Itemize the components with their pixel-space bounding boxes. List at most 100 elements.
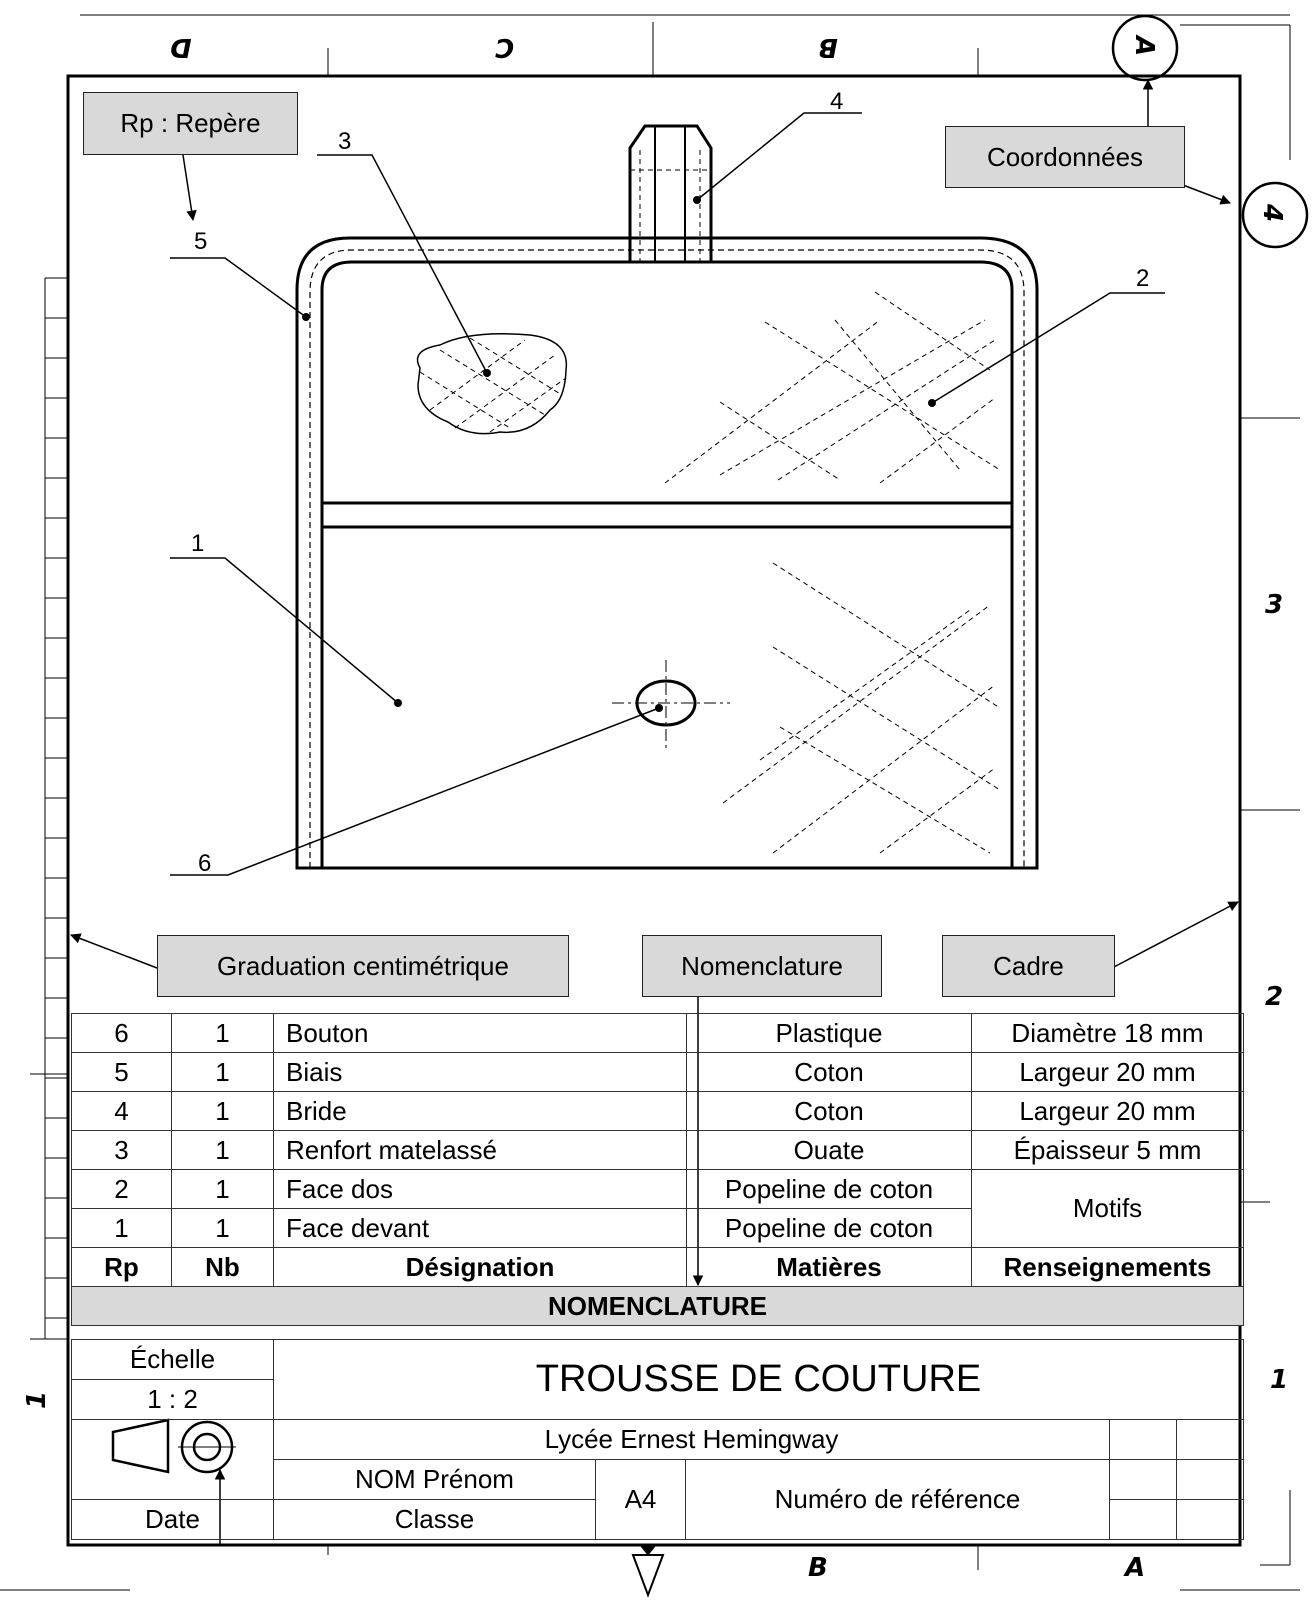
zone-dividers <box>30 22 1300 1570</box>
revision-cell <box>1175 1459 1245 1500</box>
cell-info: Diamètre 18 mm <box>971 1013 1244 1053</box>
cell-rp: 6 <box>71 1013 172 1053</box>
reference-number: Numéro de référence <box>685 1459 1110 1540</box>
header-info: Renseignements <box>971 1247 1244 1287</box>
leader-dots <box>302 196 936 712</box>
cell-designation: Face devant <box>273 1208 687 1248</box>
cell-info: Largeur 20 mm <box>971 1052 1244 1092</box>
revision-cell <box>1109 1419 1177 1460</box>
cell-designation: Bouton <box>273 1013 687 1053</box>
scale-label: Échelle <box>71 1339 274 1380</box>
cell-rp: 2 <box>71 1169 172 1209</box>
cell-nb: 1 <box>171 1208 274 1248</box>
author-name: NOM Prénom <box>273 1459 596 1500</box>
title-block: Échelle TROUSSE DE COUTURE 1 : 2 Lycée E… <box>71 1339 1245 1540</box>
label-coordonnees: Coordonnées <box>945 126 1185 188</box>
cell-rp: 5 <box>71 1052 172 1092</box>
graduation-scale <box>30 277 68 1340</box>
cell-matiere: Coton <box>686 1091 972 1131</box>
zone-right-1: 4 <box>1257 203 1288 223</box>
cell-nb: 1 <box>171 1091 274 1131</box>
header-nb: Nb <box>171 1247 274 1287</box>
zone-right-4: 1 <box>1270 1365 1289 1395</box>
cell-rp: 4 <box>71 1091 172 1131</box>
scale-value: 1 : 2 <box>71 1379 274 1420</box>
coord-circle-a <box>1111 14 1179 82</box>
zone-right-3: 2 <box>1265 982 1284 1012</box>
nomenclature-title-row: NOMENCLATURE <box>71 1286 1244 1326</box>
cell-info: Épaisseur 5 mm <box>971 1130 1244 1170</box>
header-matiere: Matières <box>686 1247 972 1287</box>
label-graduation: Graduation centimétrique <box>157 935 569 997</box>
bias-inner-line <box>320 260 1014 868</box>
button-part <box>612 660 730 748</box>
padding-patch <box>416 333 568 435</box>
cell-rp: 3 <box>71 1130 172 1170</box>
nomenclature-title: NOMENCLATURE <box>71 1286 1244 1326</box>
strap <box>628 124 713 262</box>
callout-3: 3 <box>338 128 352 155</box>
header-designation: Désignation <box>273 1247 687 1287</box>
drawing-title: TROUSSE DE COUTURE <box>272 1339 1245 1420</box>
cell-matiere: Plastique <box>686 1013 972 1053</box>
label-cadre: Cadre <box>942 935 1115 997</box>
revision-cell <box>1109 1499 1177 1540</box>
label-nomenclature: Nomenclature <box>642 935 882 997</box>
zone-right-2: 3 <box>1265 590 1284 620</box>
cell-matiere: Ouate <box>686 1130 972 1170</box>
revision-cell <box>1109 1459 1177 1500</box>
zone-top-2: C <box>495 32 515 62</box>
zone-top-3: B <box>818 32 838 62</box>
revision-cell <box>1175 1499 1245 1540</box>
callout-6: 6 <box>198 850 212 877</box>
zone-bottom-1: B <box>808 1553 828 1583</box>
zone-bottom-2: A <box>1125 1553 1146 1583</box>
zone-top-1: D <box>170 32 192 62</box>
quilt-pattern-lower <box>722 562 1001 854</box>
header-rp: Rp <box>71 1247 172 1287</box>
sheet-trim-lines <box>0 14 1300 1591</box>
cell-designation: Renfort matelassé <box>273 1130 687 1170</box>
cell-designation: Biais <box>273 1052 687 1092</box>
callout-4: 4 <box>830 88 844 115</box>
cell-nb: 1 <box>171 1130 274 1170</box>
cell-nb: 1 <box>171 1013 274 1053</box>
bias-stitching <box>309 249 1025 868</box>
cell-nb: 1 <box>171 1052 274 1092</box>
cell-nb: 1 <box>171 1169 274 1209</box>
sheet-format: A4 <box>595 1459 686 1540</box>
school-name: Lycée Ernest Hemingway <box>273 1419 1110 1460</box>
cell-info: Motifs <box>971 1169 1244 1248</box>
cell-matiere: Popeline de coton <box>686 1208 972 1248</box>
zone-top-4: A <box>1129 35 1160 57</box>
projection-cell <box>71 1419 274 1500</box>
cell-designation: Bride <box>273 1091 687 1131</box>
cell-designation: Face dos <box>273 1169 687 1209</box>
cell-matiere: Popeline de coton <box>686 1169 972 1209</box>
zone-left-1: 1 <box>22 1390 53 1410</box>
class-label: Classe <box>273 1499 596 1540</box>
centering-mark <box>631 1554 665 1598</box>
coord-circle-4 <box>1241 181 1309 249</box>
cell-rp: 1 <box>71 1208 172 1248</box>
callout-1: 1 <box>191 530 205 557</box>
cell-matiere: Coton <box>686 1052 972 1092</box>
label-repere: Rp : Repère <box>83 92 298 155</box>
date-label: Date <box>71 1499 274 1540</box>
bag-outline <box>295 236 1039 870</box>
padding-hatch <box>419 337 567 433</box>
callout-5: 5 <box>194 228 208 255</box>
cell-info: Largeur 20 mm <box>971 1091 1244 1131</box>
revision-cell <box>1175 1419 1245 1460</box>
quilt-pattern-upper <box>664 291 1001 484</box>
leader-lines <box>170 112 1165 876</box>
